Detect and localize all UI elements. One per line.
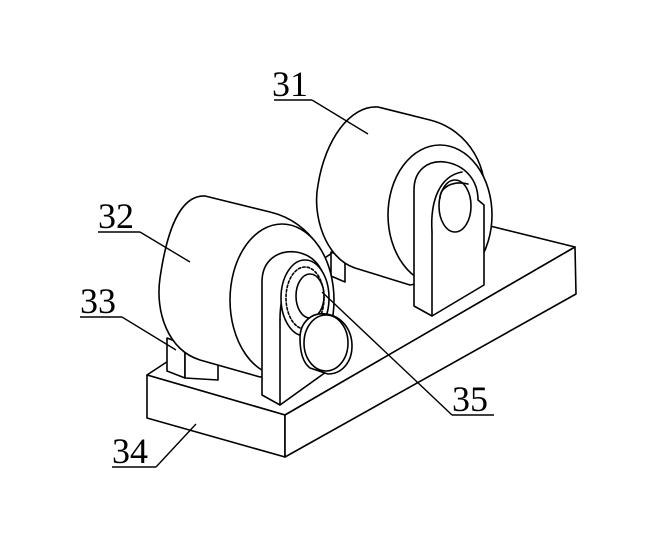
pinion-end-face [303,314,349,372]
label-32: 32 [98,196,134,236]
leader-33 [121,316,177,351]
label-35: 35 [452,379,488,419]
rear-shaft-rim [439,182,469,199]
rear-roller-assembly [315,106,493,317]
front-roller-assembly [158,195,353,406]
leader-31 [311,99,369,135]
pinion-housing [299,313,353,375]
label-34: 34 [112,431,148,471]
base-right-face [284,246,577,458]
label-33: 33 [80,281,116,321]
label-31: 31 [272,64,308,104]
rear-shaft [438,179,472,233]
gear-hub [295,273,325,319]
leader-35 [321,291,453,416]
leader-32 [139,231,191,263]
rear-bracket-curve [430,171,463,233]
part-labels: 31 32 33 34 35 [80,64,488,471]
leader-34 [155,423,197,468]
leader-lines [80,99,494,468]
